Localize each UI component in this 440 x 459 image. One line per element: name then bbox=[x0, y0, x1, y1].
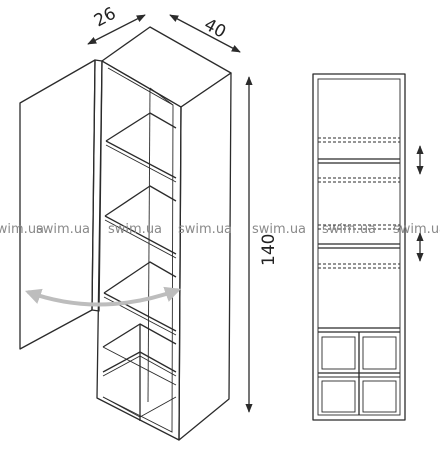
front-elevation bbox=[312, 73, 424, 421]
cubby-bottom-left-box bbox=[321, 380, 356, 413]
shelves bbox=[103, 112, 177, 336]
watermarks: swim.ua swim.ua swim.ua swim.ua swim.ua … bbox=[0, 222, 440, 237]
adjustable-shelf-positions bbox=[318, 137, 400, 269]
curved-double-arrow-icon bbox=[24, 286, 182, 307]
depth-label: 26 bbox=[91, 4, 119, 32]
elevation-outer bbox=[312, 73, 406, 421]
cabinet-back-edge bbox=[147, 87, 151, 403]
shelf-2-back bbox=[104, 185, 177, 217]
watermark-text: swim.ua bbox=[36, 222, 90, 237]
cabinet-back-top bbox=[149, 87, 174, 106]
lower-compartments bbox=[102, 323, 177, 421]
watermark-text: swim.ua bbox=[322, 222, 376, 237]
cabinet-inner-edge bbox=[102, 67, 174, 433]
watermark-text: swim.ua bbox=[393, 222, 440, 237]
shelf-1-front bbox=[105, 140, 177, 179]
cubby-floor-line bbox=[102, 346, 177, 386]
width-dimension-line bbox=[169, 14, 241, 53]
shelf-1-back bbox=[105, 112, 177, 142]
cubby-middle-shelf bbox=[102, 351, 177, 373]
watermark-text: swim.ua bbox=[252, 222, 306, 237]
cubby-bottom-right bbox=[139, 396, 177, 418]
height-label: 140 bbox=[259, 234, 279, 266]
dimension-height: 140 bbox=[245, 76, 279, 413]
door-edge bbox=[91, 59, 103, 312]
depth-dimension-line bbox=[87, 14, 146, 45]
watermark-text: swim.ua bbox=[0, 222, 44, 237]
cubby-top-right bbox=[362, 336, 397, 370]
cubby-bottom-right-box bbox=[362, 380, 397, 413]
shelf-1-edge bbox=[105, 144, 177, 183]
cabinet-right-side bbox=[178, 72, 232, 441]
shelf-2-front bbox=[104, 215, 177, 255]
cubby-bottom-left bbox=[102, 396, 141, 418]
watermark-text: swim.ua bbox=[108, 222, 162, 237]
height-label-bg bbox=[258, 225, 278, 271]
watermark-text: swim.ua bbox=[178, 222, 232, 237]
width-label: 40 bbox=[201, 15, 229, 43]
shelf-2-edge bbox=[104, 219, 177, 259]
cubby-middle-shelf-edge bbox=[102, 355, 177, 377]
shelf-3-back bbox=[103, 261, 177, 294]
isometric-cabinet bbox=[19, 26, 232, 441]
cubby-top-left bbox=[321, 336, 356, 370]
